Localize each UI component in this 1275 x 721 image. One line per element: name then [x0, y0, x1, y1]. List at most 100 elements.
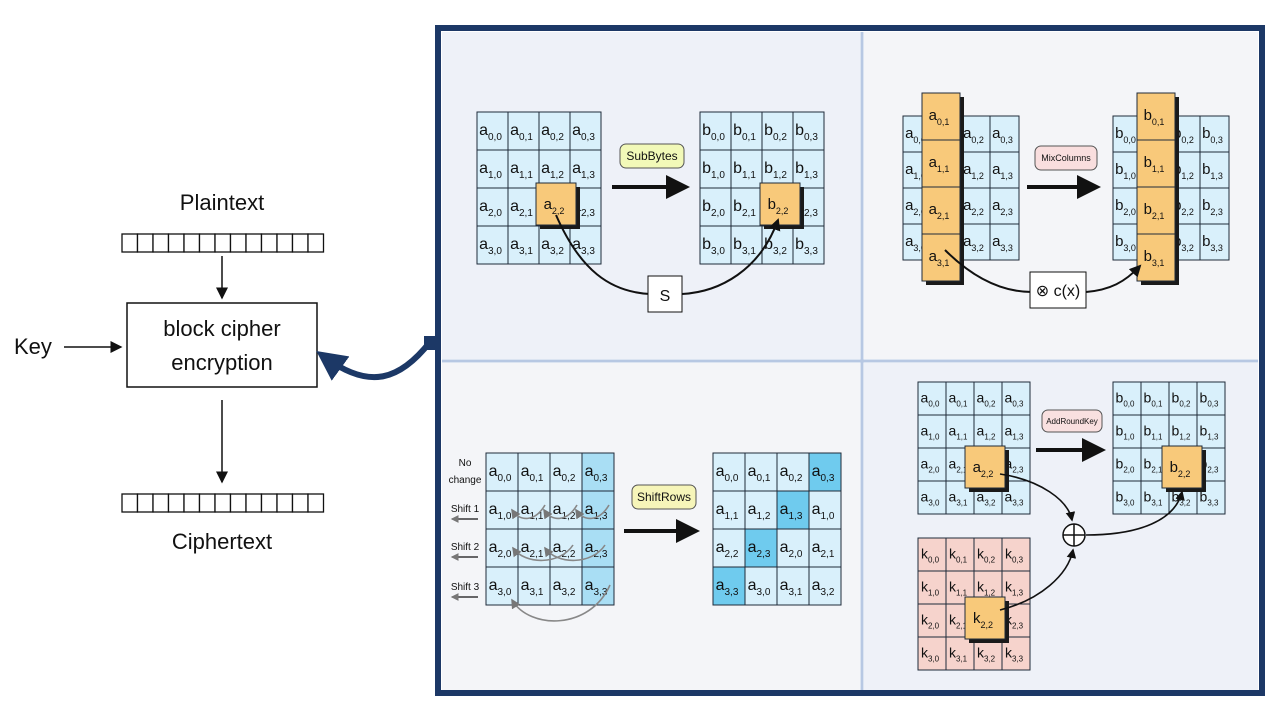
mix-input-cell-0-0: a0,0 — [902, 115, 933, 153]
subbytes-highlight-in-bg — [535, 182, 577, 226]
shift-input-cell-1-1: a1,1 — [517, 490, 551, 530]
shift-input-cell-1-0: a1,0 — [485, 490, 519, 530]
bar-cell — [183, 233, 201, 253]
ark-input-cell-3-0: a3,0 — [917, 480, 947, 515]
mix-input-cell-bg — [989, 223, 1020, 261]
mix-input-cell-3-2: a3,2 — [960, 223, 991, 261]
shift-output-cell-3-1: a3,0 — [744, 566, 778, 606]
ark-output-cell-bg — [1140, 381, 1170, 416]
subbytes-output-cell-bg — [792, 149, 825, 189]
left-flow: Plaintext block cipher encryption Key Ci… — [14, 190, 438, 554]
ark-key-cell-bg — [917, 537, 947, 572]
subbytes-curve-out — [681, 218, 781, 295]
subbytes-output-cell-0-3: b0,3 — [792, 111, 825, 151]
subbytes-input-cell-0-2: a0,2 — [538, 111, 571, 151]
shift-output-cell-2-3: a2,1 — [808, 528, 842, 568]
ark-input-cell-0-2: a0,2 — [973, 381, 1003, 416]
shift-curve-arrow — [511, 504, 546, 520]
shiftrows-op-label: ShiftRows — [631, 484, 697, 510]
subbytes-output-cell-2-1: b2,1 — [730, 187, 763, 227]
ark-key-cell-0-3: k0,3 — [1001, 537, 1031, 572]
bar-cell — [260, 493, 278, 513]
subbytes-input-cell-bg — [476, 187, 509, 227]
bar-cell — [245, 493, 263, 513]
mix-multiplier-box: ⊗ c(x) — [1029, 271, 1087, 309]
addroundkey-op-label-bg — [1041, 409, 1103, 433]
key-label: Key — [14, 334, 52, 359]
mix-input-cell-bg — [989, 187, 1020, 225]
bar-cell — [307, 233, 325, 253]
mix-curve-out — [1085, 264, 1142, 293]
mix-input-cell-3-3: a3,3 — [989, 223, 1020, 261]
subbytes-input-cell-3-0: a3,0 — [476, 225, 509, 265]
mix-output-cell-bg — [1199, 223, 1230, 261]
ark-input-cell-1-3: a1,3 — [1001, 414, 1031, 449]
shift-input-cell-0-1: a0,1 — [517, 452, 551, 492]
ark-output-cell-0-2: b0,2 — [1168, 381, 1198, 416]
shift-input-cell-bg — [549, 452, 583, 492]
mixcolumns-op-label-bg — [1034, 145, 1098, 171]
ark-input-cell-2-0: a2,0 — [917, 447, 947, 482]
ciphertext-label: Ciphertext — [172, 529, 272, 554]
bar-cell — [291, 493, 309, 513]
bar-cell — [183, 493, 201, 513]
block-cipher-line2: encryption — [171, 350, 273, 375]
ark-input-cell-0-1: a0,1 — [945, 381, 975, 416]
ark-key-cell-1-3: k1,3 — [1001, 570, 1031, 605]
connector-stub — [424, 336, 438, 350]
shift-input-cell-2-2: a2,2 — [549, 528, 583, 568]
detail-connector-arrow — [316, 340, 433, 381]
ark-curve-in — [999, 473, 1076, 522]
ark-key-cell-3-1: k3,1 — [945, 636, 975, 671]
shift-output-cell-1-3: a1,0 — [808, 490, 842, 530]
subbytes-output-cell-1-0: b1,0 — [699, 149, 732, 189]
sbox-box: S — [647, 275, 683, 313]
ark-output-cell-bg — [1112, 414, 1142, 449]
ark-output-cell-1-1: b1,1 — [1140, 414, 1170, 449]
shift-output-cell-2-0: a2,2 — [712, 528, 746, 568]
plaintext-label: Plaintext — [180, 190, 264, 215]
subbytes-input-cell-3-1: a3,1 — [507, 225, 540, 265]
shift-row-label-text: Shift 2 — [451, 542, 480, 553]
shift-output-cell-bg — [776, 490, 810, 530]
bar-cell — [136, 493, 154, 513]
shift-curve-arrow — [543, 504, 578, 520]
shift-input-cell-0-3: a0,3 — [581, 452, 615, 492]
ark-key-cell-bg — [1001, 537, 1031, 572]
ark-output-cell-3-3: b3,3 — [1196, 480, 1226, 515]
ark-output-cell-1-2: b1,2 — [1168, 414, 1198, 449]
mix-input-cell-1-3: a1,3 — [989, 151, 1020, 189]
mix-output-cell-3-3: b3,3 — [1199, 223, 1230, 261]
ark-key-cell-bg — [945, 537, 975, 572]
subbytes-input-cell-bg — [476, 225, 509, 265]
ark-output-cell-bg — [1196, 480, 1226, 515]
shift-output-cell-0-1: a0,1 — [744, 452, 778, 492]
shift-row-label-text: Shift 1 — [451, 504, 480, 515]
subbytes-output-cell-0-0: b0,0 — [699, 111, 732, 151]
subbytes-output-cell-3-2: b3,2 — [761, 225, 794, 265]
addroundkey-op-label: AddRoundKey — [1041, 409, 1103, 433]
ark-key-cell-bg — [917, 636, 947, 671]
shift-curve-arrow — [512, 544, 574, 562]
subbytes-input-cell-3-2: a3,2 — [538, 225, 571, 265]
mix-highlight-in-cell — [921, 186, 961, 235]
mix-highlight-out-cell — [1136, 139, 1176, 188]
mixcolumns-op-label-text: MixColumns — [1041, 153, 1091, 163]
shift-input-cell-bg — [549, 566, 583, 606]
shift-output-cell-0-3: a0,3 — [808, 452, 842, 492]
subbytes-output-cell-bg — [761, 225, 794, 265]
ark-output-cell-1-3: b1,3 — [1196, 414, 1226, 449]
subbytes-input-cell-1-0: a1,0 — [476, 149, 509, 189]
shift-output-cell-1-1: a1,2 — [744, 490, 778, 530]
mix-highlight-in-cell — [921, 139, 961, 188]
shift-curve-arrow — [544, 544, 606, 562]
subbytes-input-cell-2-0: a2,0 — [476, 187, 509, 227]
subbytes-op-label-text: SubBytes — [626, 149, 677, 163]
bar-cell — [229, 233, 247, 253]
mix-output-cell-2-3: b2,3 — [1199, 187, 1230, 225]
shift-input-cell-bg — [485, 490, 519, 530]
ark-key-cell-bg — [1001, 570, 1031, 605]
subbytes-output-cell-1-2: b1,2 — [761, 149, 794, 189]
